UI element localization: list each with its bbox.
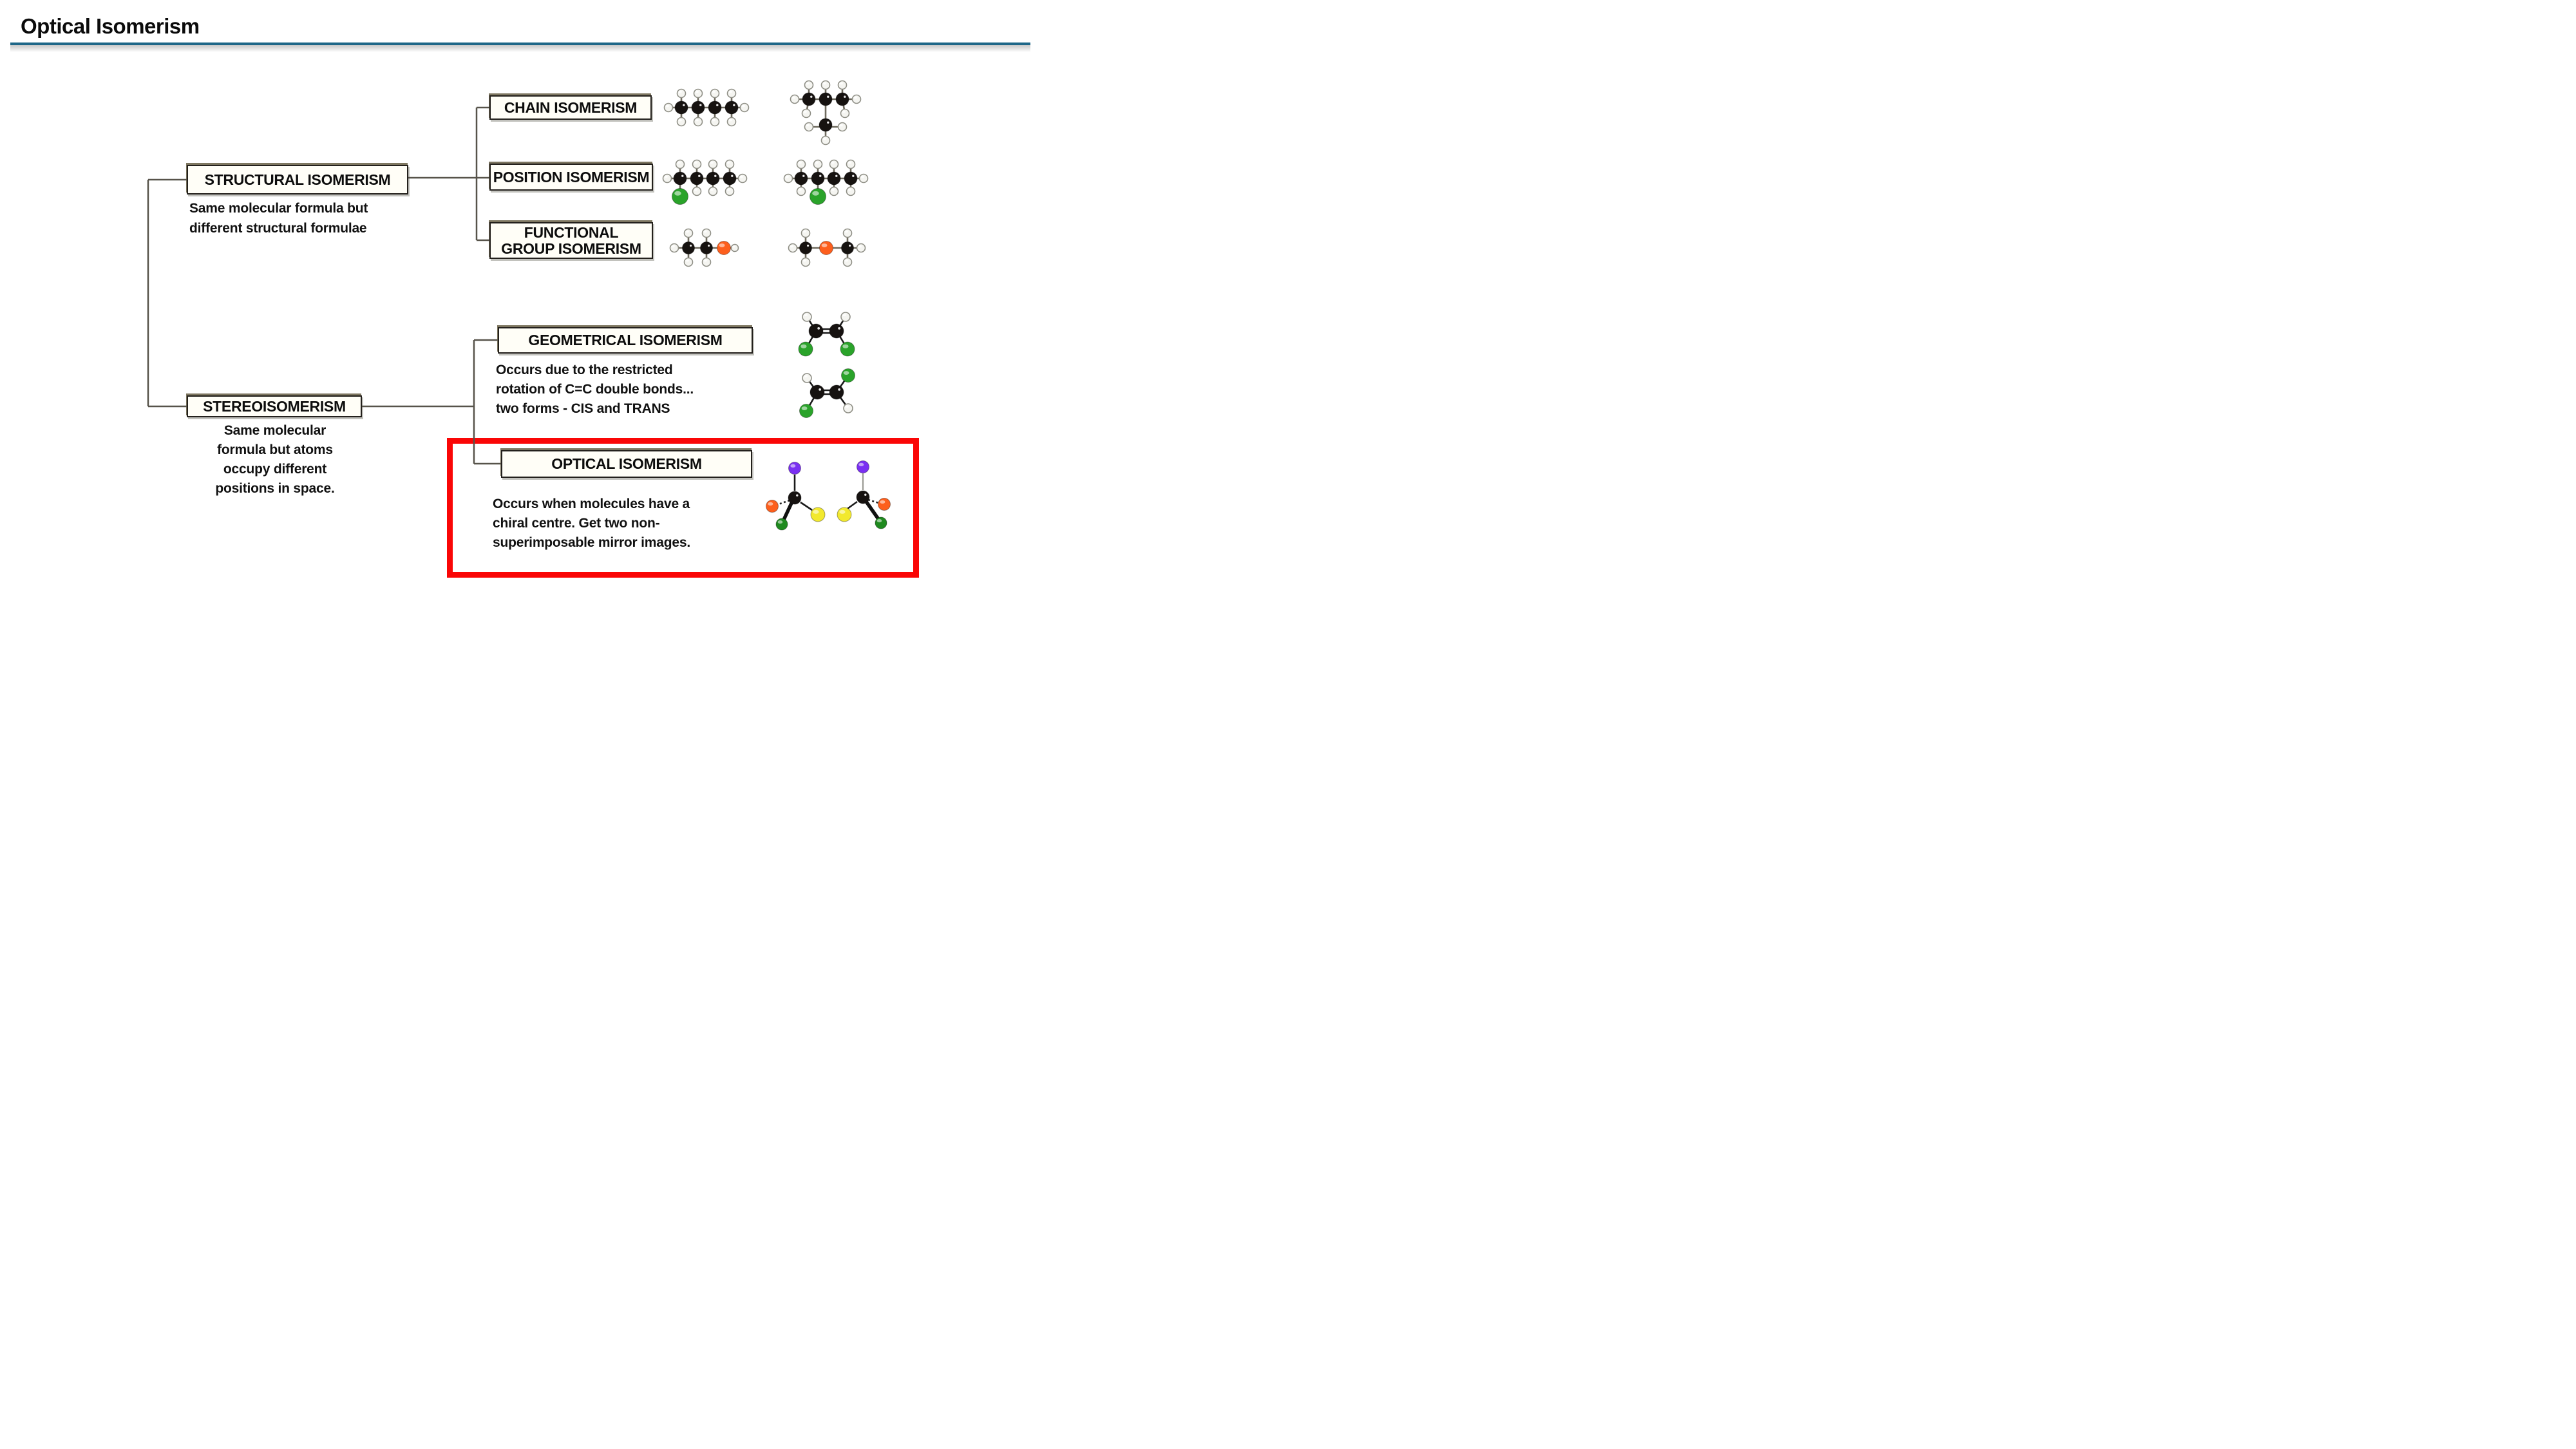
- highlight-red-frame: [447, 438, 919, 578]
- molecule-cis-isomer: [798, 312, 855, 357]
- desc-line: Same molecular formula but: [189, 201, 368, 216]
- node-label: POSITION ISOMERISM: [493, 168, 650, 185]
- node-position-isomerism: POSITION ISOMERISM: [489, 164, 653, 191]
- node-structural-isomerism: STRUCTURAL ISOMERISM: [187, 165, 408, 194]
- desc-line: occupy different: [223, 462, 327, 477]
- geometrical-description: Occurs due to the restricted rotation of…: [496, 361, 694, 419]
- desc-line: Occurs when molecules have a: [493, 497, 690, 511]
- desc-line: positions in space.: [215, 481, 335, 496]
- desc-line: Occurs due to the restricted: [496, 363, 673, 377]
- connector-lines: [147, 106, 501, 465]
- desc-line: different structural formulae: [189, 221, 367, 236]
- page-title: Optical Isomerism: [21, 14, 200, 38]
- molecule-ethanol: [669, 228, 739, 267]
- desc-line: formula but atoms: [217, 442, 333, 457]
- node-label: FUNCTIONAL GROUP ISOMERISM: [501, 223, 641, 257]
- molecule-dimethyl-ether: [788, 228, 866, 267]
- title-underline: [10, 43, 1030, 45]
- molecule-trans-isomer: [799, 368, 855, 418]
- desc-line: two forms - CIS and TRANS: [496, 401, 670, 416]
- node-optical-isomerism: OPTICAL ISOMERISM: [501, 450, 752, 478]
- node-chain-isomerism: CHAIN ISOMERISM: [489, 95, 652, 120]
- node-label: GEOMETRICAL ISOMERISM: [528, 332, 723, 349]
- molecule-2-methylpropane: [790, 80, 862, 146]
- desc-line: rotation of C=C double bonds...: [496, 382, 694, 397]
- structural-description: Same molecular formula but different str…: [189, 198, 368, 238]
- optical-description: Occurs when molecules have a chiral cent…: [493, 495, 690, 553]
- molecule-chiral-right-mirror: [837, 460, 891, 529]
- node-functional-group-isomerism: FUNCTIONAL GROUP ISOMERISM: [489, 222, 653, 259]
- molecule-butane: [663, 88, 750, 127]
- tree-connectors-and-molecules: [147, 80, 891, 531]
- node-geometrical-isomerism: GEOMETRICAL ISOMERISM: [498, 327, 753, 354]
- node-label: STRUCTURAL ISOMERISM: [204, 171, 391, 188]
- stereo-description: Same molecular formula but atoms occupy …: [187, 421, 363, 498]
- molecule-2-chlorobutane: [783, 159, 869, 205]
- slide: Optical Isomerism STRUCTURAL ISOMERISM C…: [0, 0, 1030, 580]
- desc-line: superimposable mirror images.: [493, 535, 690, 550]
- title-underline-shadow: [10, 45, 1030, 52]
- node-label: OPTICAL ISOMERISM: [551, 455, 702, 473]
- node-label: CHAIN ISOMERISM: [504, 99, 638, 116]
- desc-line: Same molecular: [223, 423, 327, 438]
- molecule-chiral-left: [766, 462, 826, 531]
- node-label: STEREOISOMERISM: [203, 397, 346, 415]
- molecule-1-chlorobutane: [662, 159, 748, 205]
- node-stereoisomerism: STEREOISOMERISM: [187, 395, 362, 417]
- desc-line: chiral centre. Get two non-: [493, 516, 660, 531]
